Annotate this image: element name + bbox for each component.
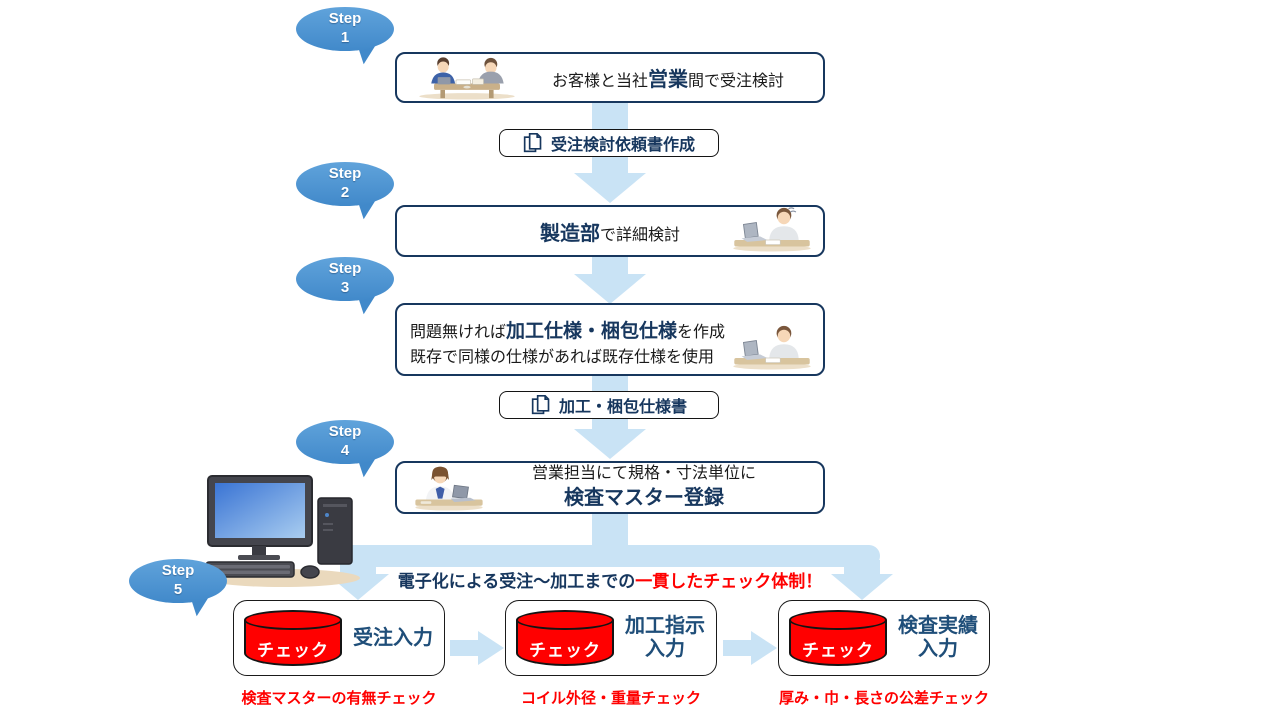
step-3-text-line1: 問題無ければ加工仕様・梱包仕様を作成	[410, 317, 731, 346]
cylinder-label: チェック	[529, 641, 601, 660]
cylinder-top	[516, 610, 614, 630]
bubble-oval	[296, 7, 394, 51]
check-arrow-2-head	[751, 631, 777, 665]
cylinder-body	[516, 620, 614, 666]
branch-right-arrow-head	[831, 574, 893, 600]
bubble-oval	[296, 162, 394, 206]
step-1-text-pre: お客様と当社	[551, 73, 648, 90]
step-3-text: 問題無ければ加工仕様・梱包仕様を作成 既存で同様の仕様があれば既存仕様を使用	[410, 317, 731, 371]
check-arrow-1-stem	[450, 640, 478, 656]
step-4-text: 営業担当にて規格・寸法単位に 検査マスター登録	[485, 464, 823, 511]
check-caption-1: 検査マスターの有無チェック	[241, 690, 437, 707]
step-4-text-line2: 検査マスター登録	[564, 486, 724, 509]
step-3-box: 問題無ければ加工仕様・梱包仕様を作成 既存で同様の仕様があれば既存仕様を使用	[395, 303, 825, 376]
branch-band	[340, 545, 880, 567]
check-arrow-2-stem	[723, 640, 751, 656]
desktop-computer-illustration	[204, 475, 360, 587]
banner-text-red: 一貫したチェック体制！	[635, 572, 823, 591]
step-3-line1-post: を作成	[677, 324, 726, 341]
worker-thinking-illustration	[733, 207, 811, 252]
cylinder-label: チェック	[257, 641, 329, 660]
check-caption-3: 厚み・巾・長さの公差チェック	[778, 690, 989, 707]
document-label-1-text: 受注検討依頼書作成	[550, 137, 695, 154]
step-3-text-line2: 既存で同様の仕様があれば既存仕様を使用	[410, 349, 715, 367]
check-box-2-label: 加工指示 入力	[625, 615, 705, 660]
check-arrow-1-head	[478, 631, 504, 665]
bubble-oval	[296, 257, 394, 301]
check-database-icon: チェック	[516, 610, 614, 666]
cylinder-top	[244, 610, 342, 630]
check-database-icon: チェック	[244, 610, 342, 666]
cylinder-top	[789, 610, 887, 630]
bubble-oval	[129, 559, 227, 603]
check-box-processing-instruction: チェック 加工指示 入力	[505, 600, 717, 676]
flow-arrow-2-head	[574, 274, 646, 304]
meeting-illustration	[419, 56, 515, 100]
check-box-order-entry: チェック 受注入力	[233, 600, 445, 676]
bubble-oval	[296, 420, 394, 464]
step-4-box: 営業担当にて規格・寸法単位に 検査マスター登録	[395, 461, 825, 514]
step-1-text-em: 営業	[648, 69, 688, 91]
banner-text: 電子化による受注～加工までの一貫したチェック体制！	[380, 567, 840, 592]
step-4-text-line1: 営業担当にて規格・寸法単位に	[531, 465, 756, 483]
step-2-box: 製造部で詳細検討	[395, 205, 825, 257]
check-box-1-label: 受注入力	[353, 626, 433, 649]
document-copy-icon	[531, 395, 550, 415]
flow-arrow-1-head	[574, 173, 646, 203]
check-box-3-label: 検査実績 入力	[898, 615, 978, 660]
branch-stem	[592, 512, 628, 547]
step-1-text: お客様と当社営業間で受注検討	[523, 63, 823, 92]
worker-writing-illustration	[733, 325, 811, 370]
step-2-text-em: 製造部	[539, 222, 600, 245]
step-2-text-post: で詳細検討	[599, 226, 680, 244]
step-1-text-post: 間で受注検討	[688, 73, 785, 90]
banner-text-navy: 電子化による受注～加工までの	[397, 572, 636, 591]
check-caption-2: コイル外径・重量チェック	[520, 690, 701, 707]
step-2-text: 製造部で詳細検討	[540, 217, 680, 246]
flow-arrow-2-stem	[592, 256, 628, 278]
check-database-icon: チェック	[789, 610, 887, 666]
document-label-1: 受注検討依頼書作成	[499, 129, 719, 157]
document-copy-icon	[523, 133, 542, 153]
flow-arrow-3-head	[574, 429, 646, 459]
document-label-2-text: 加工・梱包仕様書	[558, 399, 687, 416]
branch-right-arm	[844, 560, 880, 576]
cylinder-label: チェック	[802, 641, 874, 660]
step-3-line1-pre: 問題無ければ	[410, 324, 507, 341]
step-3-line1-em: 加工仕様・梱包仕様	[506, 321, 678, 342]
check-box-inspection-results: チェック 検査実績 入力	[778, 600, 990, 676]
office-lady-illustration	[415, 466, 483, 511]
document-label-2: 加工・梱包仕様書	[499, 391, 719, 419]
step-1-box: お客様と当社営業間で受注検討	[395, 52, 825, 103]
